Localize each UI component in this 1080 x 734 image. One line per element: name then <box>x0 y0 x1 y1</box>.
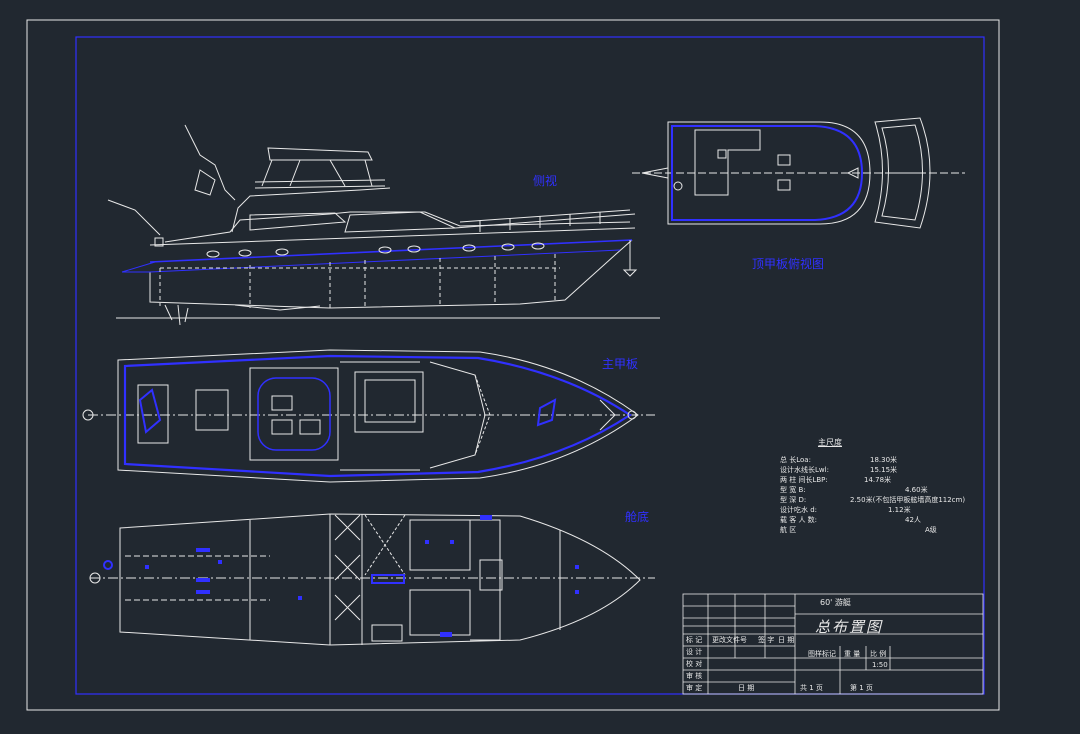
specs-title: 主尺度 <box>818 438 842 447</box>
outer-border <box>26 19 1000 711</box>
tb-scale-label: 比 例 <box>870 650 887 658</box>
tb-date-head: 日 期 <box>778 636 795 644</box>
project-name: 60' 游艇 <box>820 598 851 607</box>
tb-sheet-no: 第 1 页 <box>850 684 873 692</box>
cabin-view <box>89 513 655 646</box>
spec-label: 型 宽 B: <box>780 486 806 494</box>
view-label-top-deck: 顶甲板俯视图 <box>752 257 825 271</box>
inner-frame <box>75 36 985 695</box>
main-deck-view <box>82 349 655 483</box>
tb-change-doc: 更改文件号 <box>712 636 747 644</box>
spec-value: 1.12米 <box>888 506 911 514</box>
title-block-lines <box>682 593 984 695</box>
view-label-main-deck: 主甲板 <box>602 357 639 371</box>
spec-value: 14.78米 <box>864 476 892 484</box>
view-label-side: 侧视 <box>533 174 558 188</box>
top-deck-view <box>632 117 965 229</box>
spec-label: 载 客 人 数: <box>780 516 818 524</box>
tb-design-label: 设 计 <box>686 648 703 656</box>
spec-value: 18.30米 <box>870 456 898 464</box>
tb-review-label: 审 核 <box>686 672 703 680</box>
tb-check-label: 校 对 <box>686 660 703 668</box>
tb-sign: 签 字 <box>758 636 775 644</box>
drawing-title: 总布置图 <box>815 618 884 636</box>
spec-value: A级 <box>925 526 937 534</box>
spec-value: 15.15米 <box>870 466 898 474</box>
spec-value: 42人 <box>905 516 921 524</box>
spec-label: 设计吃水 d: <box>780 506 818 514</box>
view-label-cabin: 舱底 <box>625 510 650 524</box>
spec-label: 总 长Loa: <box>780 456 811 464</box>
tb-mark-label: 标 记 <box>686 636 703 644</box>
side-view <box>107 124 660 326</box>
spec-label: 设计水线长Lwl: <box>780 466 829 474</box>
spec-label: 航 区 <box>780 526 797 534</box>
tb-sheet-total: 共 1 页 <box>800 684 823 692</box>
spec-label: 型 深 D: <box>780 496 807 504</box>
spec-value: 2.50米(不包括甲板舷墙高度112cm) <box>850 496 966 504</box>
tb-stage-label: 图样标记 <box>808 650 836 658</box>
spec-label: 两 柱 间长LBP: <box>780 476 828 484</box>
tb-scale-value: 1:50 <box>872 661 888 669</box>
tb-approve-label: 审 定 <box>686 684 703 692</box>
tb-weight-label: 重 量 <box>844 650 861 658</box>
spec-value: 4.60米 <box>905 486 928 494</box>
tb-date-label: 日 期 <box>738 684 755 692</box>
